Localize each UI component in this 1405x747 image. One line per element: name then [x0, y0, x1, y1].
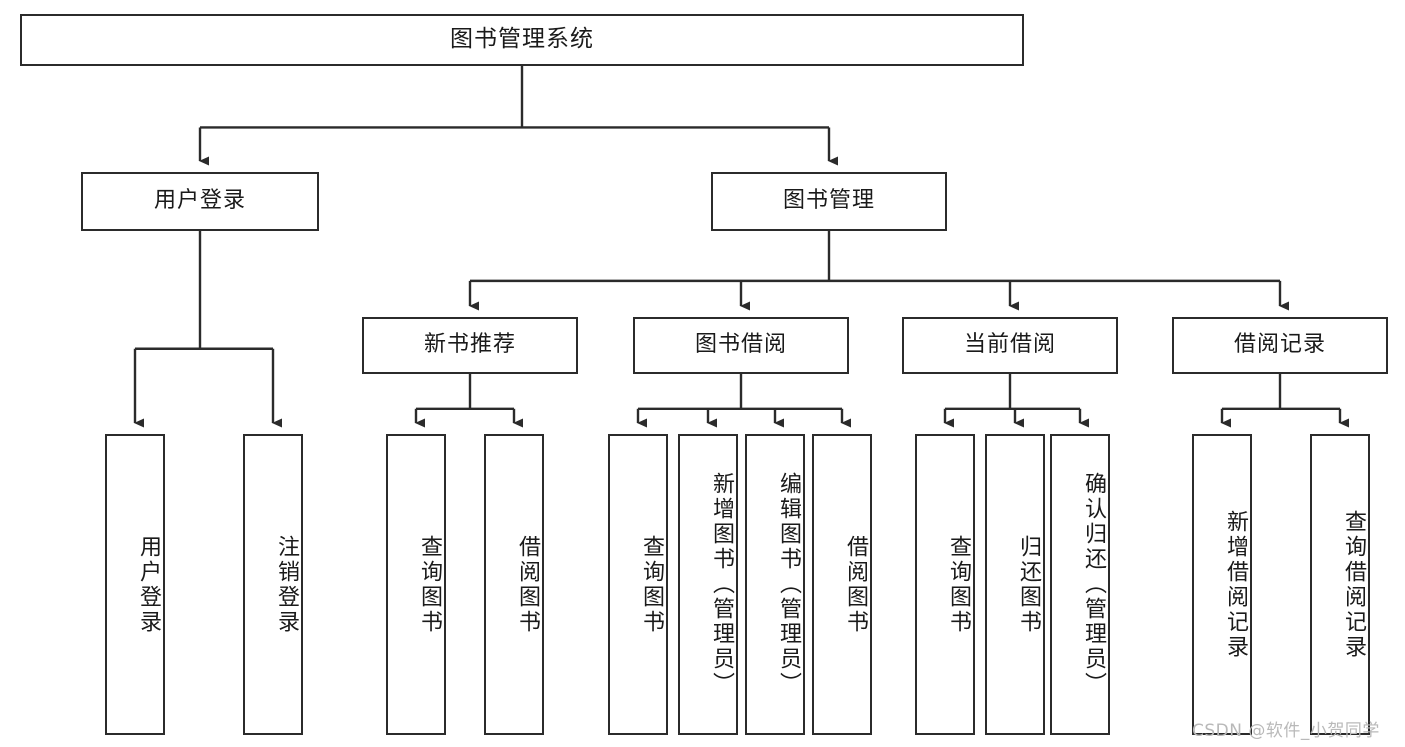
node-current-borrow[interactable]: 当前借阅: [902, 317, 1118, 374]
leaf-edit-book-admin[interactable]: 编辑图书（管理员）: [745, 434, 805, 735]
leaf-query-book[interactable]: 查询图书: [608, 434, 668, 735]
node-label: 图书借阅: [694, 332, 787, 358]
node-label: 借阅记录: [1233, 332, 1326, 358]
node-label: 当前借阅: [963, 332, 1056, 358]
leaf-return-book[interactable]: 归还图书: [985, 434, 1045, 735]
leaf-logout[interactable]: 注销登录: [243, 434, 303, 735]
leaf-query-book-recommend[interactable]: 查询图书: [386, 434, 446, 735]
node-label: 注销登录: [274, 534, 299, 635]
node-label: 查询借阅记录: [1341, 509, 1366, 660]
node-label: 新书推荐: [423, 332, 516, 358]
node-label: 查询图书: [417, 534, 442, 635]
node-label: 用户登录: [136, 534, 161, 635]
leaf-user-login[interactable]: 用户登录: [105, 434, 165, 735]
node-label: 图书管理系统: [450, 26, 594, 53]
leaf-borrow-book[interactable]: 借阅图书: [812, 434, 872, 735]
leaf-add-book-admin[interactable]: 新增图书（管理员）: [678, 434, 738, 735]
node-label: 新增图书（管理员）: [709, 472, 734, 697]
node-label: 查询图书: [639, 534, 664, 635]
node-book-management[interactable]: 图书管理: [711, 172, 947, 231]
node-label: 借阅图书: [515, 534, 540, 635]
node-label: 确认归还（管理员）: [1081, 472, 1106, 697]
node-borrow-record[interactable]: 借阅记录: [1172, 317, 1388, 374]
leaf-confirm-return-admin[interactable]: 确认归还（管理员）: [1050, 434, 1110, 735]
node-label: 查询图书: [946, 534, 971, 635]
node-label: 借阅图书: [843, 534, 868, 635]
leaf-borrow-book-recommend[interactable]: 借阅图书: [484, 434, 544, 735]
node-book-borrow[interactable]: 图书借阅: [633, 317, 849, 374]
leaf-query-borrow-record[interactable]: 查询借阅记录: [1310, 434, 1370, 735]
node-label: 新增借阅记录: [1223, 509, 1248, 660]
csdn-watermark: CSDN @软件_小贺同学: [1192, 721, 1380, 741]
node-root[interactable]: 图书管理系统: [20, 14, 1024, 66]
leaf-query-book-current[interactable]: 查询图书: [915, 434, 975, 735]
node-new-book-recommend[interactable]: 新书推荐: [362, 317, 578, 374]
leaf-add-borrow-record[interactable]: 新增借阅记录: [1192, 434, 1252, 735]
node-user-login[interactable]: 用户登录: [81, 172, 319, 231]
node-label: 归还图书: [1016, 534, 1041, 635]
node-label: 用户登录: [153, 188, 246, 214]
node-label: 图书管理: [782, 188, 875, 214]
node-label: 编辑图书（管理员）: [776, 472, 801, 697]
